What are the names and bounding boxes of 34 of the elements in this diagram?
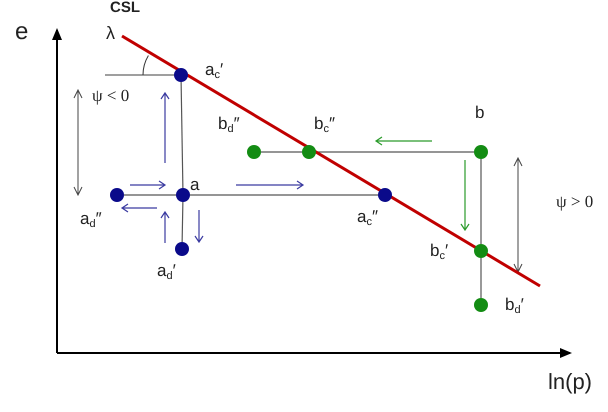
state-point [474, 145, 488, 159]
state-point [474, 298, 488, 312]
state-parameter-label: ψ > 0 [556, 193, 594, 210]
connector-line [180, 82, 184, 188]
connector-line [190, 194, 378, 196]
connector-line [182, 202, 184, 242]
axis-label: ln(p) [548, 371, 592, 393]
axis-label: e [15, 20, 28, 44]
point-label: b [475, 104, 484, 121]
connector-line [480, 258, 482, 298]
state-point [175, 242, 189, 256]
point-label: a$_{c}$″ [357, 208, 378, 225]
connector-line [480, 159, 482, 244]
curve-label: CSL [110, 0, 140, 15]
point-label: a$_{d}$″ [80, 210, 102, 227]
connector-line [316, 151, 474, 153]
connector-line [124, 194, 176, 196]
state-point [474, 244, 488, 258]
state-parameter-label: ψ < 0 [92, 87, 130, 104]
state-point [110, 188, 124, 202]
point-label: a$_{c}$′ [205, 61, 224, 78]
state-point [302, 145, 316, 159]
point-label: b$_{d}$″ [218, 115, 240, 132]
connector-line [261, 151, 302, 153]
point-label: b$_{d}$′ [505, 296, 524, 313]
state-point [176, 188, 190, 202]
point-label: a$_{d}$′ [157, 262, 176, 279]
point-label: b$_{c}$′ [430, 242, 448, 259]
point-label: b$_{c}$″ [314, 115, 335, 132]
slope-label: λ [106, 24, 115, 42]
state-point [247, 145, 261, 159]
state-point [378, 188, 392, 202]
point-label: a [190, 176, 200, 193]
state-point [174, 68, 188, 82]
